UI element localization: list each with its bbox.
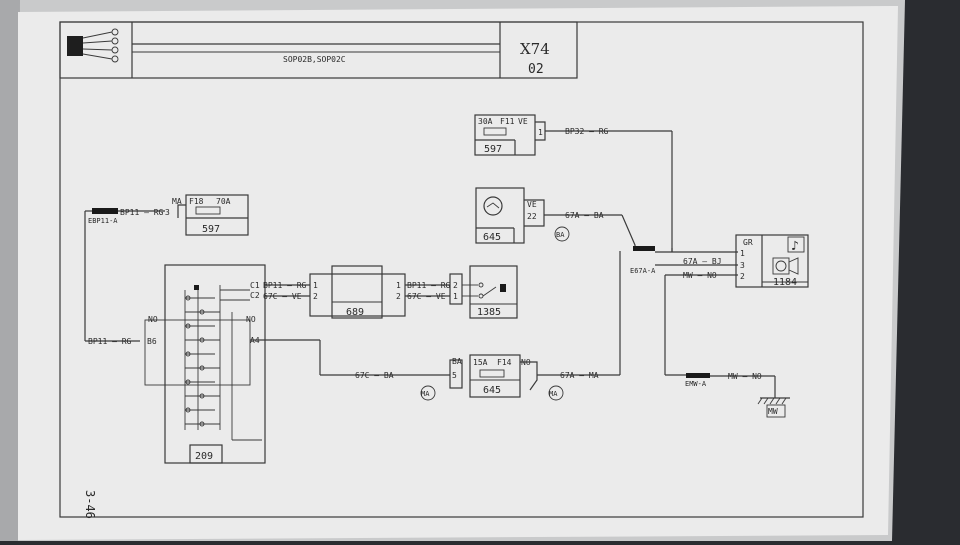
switch-1385: 2 1 1385 [449, 265, 518, 319]
svg-text:30A: 30A [478, 117, 493, 126]
svg-text:1385: 1385 [477, 307, 501, 318]
svg-text:F18: F18 [189, 197, 204, 206]
ground-symbol: MW [757, 397, 790, 418]
marker-ma-left [420, 385, 436, 401]
svg-text:3: 3 [165, 208, 170, 217]
sensor-645: VE 22 645 [475, 187, 537, 244]
svg-text:F11: F11 [500, 117, 515, 126]
svg-text:15A: 15A [473, 358, 488, 367]
wire-bp11-rg-left: BP11 — RG [88, 337, 132, 346]
svg-text:2: 2 [313, 292, 318, 301]
svg-text:MW: MW [768, 407, 778, 416]
wire-67a-ba: 67A — BA [565, 211, 604, 220]
svg-text:2: 2 [740, 272, 745, 281]
wire-mw-no: MW — NO [683, 271, 717, 280]
svg-text:3: 3 [740, 261, 745, 270]
svg-text:1: 1 [313, 281, 318, 290]
wire-67c-ve-1385: 67C — VE [407, 292, 446, 301]
svg-text:EBP11-A: EBP11-A [88, 217, 118, 225]
switch-209: 209 C1 C2 B6 A4 NO NO [144, 264, 266, 464]
svg-text:MA: MA [172, 197, 182, 206]
svg-text:VE: VE [518, 117, 528, 126]
svg-text:645: 645 [483, 385, 501, 396]
splice-emw-a [686, 373, 710, 378]
svg-text:NO: NO [246, 315, 256, 324]
svg-text:689: 689 [346, 307, 364, 318]
marker-ba [554, 226, 570, 242]
svg-text:645: 645 [483, 232, 501, 243]
svg-text:E67A-A: E67A-A [630, 267, 656, 275]
splice-e67a-a [633, 246, 655, 251]
svg-text:209: 209 [195, 451, 213, 462]
svg-text:5: 5 [452, 371, 457, 380]
wire-mw-no-ground: MW — NO [728, 372, 762, 381]
svg-text:F14: F14 [497, 358, 512, 367]
svg-text:70A: 70A [216, 197, 231, 206]
connector-689: 1 2 1 2 689 [309, 265, 406, 319]
wire-67c-ve-c2: 67C — VE [263, 292, 302, 301]
svg-text:2: 2 [396, 292, 401, 301]
svg-text:1: 1 [396, 281, 401, 290]
svg-text:NO: NO [148, 315, 158, 324]
wire-67c-ba-bottom: 67C — BA [355, 371, 394, 380]
svg-text:GR: GR [743, 238, 753, 247]
svg-text:597: 597 [202, 224, 220, 235]
wire-bp11-rg-1385: BP11 — RG [407, 281, 451, 290]
svg-text:C2: C2 [250, 291, 260, 300]
svg-text:2: 2 [453, 281, 458, 290]
screen-left-edge [0, 0, 20, 541]
music-note-icon: ♪ [791, 239, 799, 254]
svg-text:1184: 1184 [773, 277, 797, 288]
svg-text:1: 1 [740, 249, 745, 258]
fuse-597-left: MA F18 70A 3 597 [165, 194, 249, 236]
svg-text:VE: VE [527, 200, 537, 209]
horn-1184: GR 1 3 2 1184 ♪ [735, 234, 809, 288]
connector-icon [67, 28, 119, 63]
wire-bp11-rg-c1: BP11 — RG [263, 281, 307, 290]
svg-text:MA: MA [549, 390, 558, 398]
svg-text:1: 1 [538, 128, 543, 137]
svg-text:22: 22 [527, 212, 537, 221]
page-number: 3-46 [83, 490, 97, 519]
title-block: SOP02B,SOP02C X74 02 [59, 21, 578, 79]
svg-text:MA: MA [421, 390, 430, 398]
svg-text:597: 597 [484, 144, 502, 155]
wire-bp32-rg: BP32 — RG [565, 127, 609, 136]
svg-text:EMW-A: EMW-A [685, 380, 707, 388]
svg-text:1: 1 [453, 292, 458, 301]
document-page [18, 6, 898, 540]
svg-text:C1: C1 [250, 281, 260, 290]
svg-text:B6: B6 [147, 337, 157, 346]
doc-rev: 02 [528, 62, 544, 77]
doc-id: X74 [520, 40, 550, 58]
wire-bp11-rg-top: BP11 — RG [120, 208, 164, 217]
marker-ma-right [548, 385, 564, 401]
svg-text:BA: BA [556, 231, 565, 239]
fuse-597-top: 30A F11 VE 1 597 [474, 114, 543, 156]
wire-67a-ma: 67A — MA [560, 371, 599, 380]
svg-text:BA: BA [452, 357, 462, 366]
sheet-code: SOP02B,SOP02C [283, 55, 346, 64]
wire-67a-bj: 67A — BJ [683, 257, 722, 266]
splice-ebp11-a [92, 208, 118, 214]
